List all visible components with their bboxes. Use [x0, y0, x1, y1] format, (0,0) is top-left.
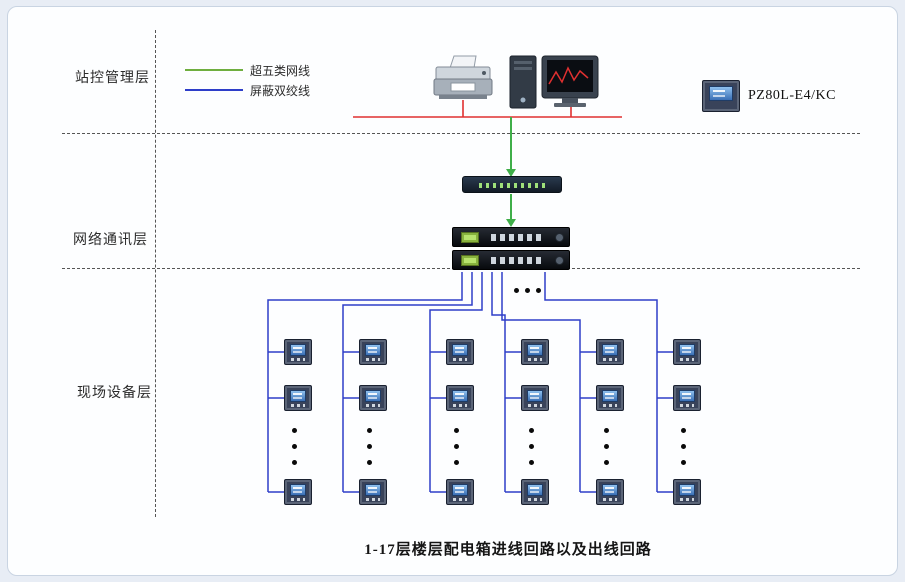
meter-screen [365, 390, 381, 402]
serial-ports [491, 234, 543, 241]
round-connector [555, 233, 564, 242]
power-meter-icon [673, 339, 701, 365]
ellipsis-dot [367, 460, 372, 465]
meter-screen [679, 344, 695, 356]
serial-server-icon [452, 227, 570, 272]
power-meter-icon [446, 385, 474, 411]
meter-screen [679, 390, 695, 402]
meter-screen [602, 390, 618, 402]
power-meter-icon [596, 339, 624, 365]
meter-screen [602, 344, 618, 356]
legend-cat5-line [185, 69, 243, 71]
meter-screen [527, 390, 543, 402]
meter-screen [365, 484, 381, 496]
meter-screen [290, 344, 306, 356]
ellipsis-dot [604, 460, 609, 465]
ellipsis-dot [681, 444, 686, 449]
pz80l-meter-label: PZ80L-E4/KC [748, 88, 836, 103]
printer-icon [430, 54, 496, 104]
ellipsis-dot [604, 428, 609, 433]
legend-cat5-label: 超五类网线 [250, 64, 311, 78]
legend-shielded-label: 屏蔽双绞线 [250, 84, 311, 98]
serial-server-unit [452, 227, 570, 247]
desktop-computer-icon [508, 54, 600, 112]
layer-separator-top [62, 133, 860, 134]
power-meter-icon [359, 385, 387, 411]
power-meter-icon [446, 479, 474, 505]
power-meter-icon [521, 479, 549, 505]
ellipsis-dot [604, 444, 609, 449]
ellipsis-dot [514, 288, 519, 293]
ellipsis-dot [367, 428, 372, 433]
diagram-caption: 1-17层楼层配电箱进线回路以及出线回路 [364, 542, 652, 558]
ellipsis-dot [529, 460, 534, 465]
meter-screen [290, 390, 306, 402]
power-meter-icon [673, 385, 701, 411]
lcd-display [461, 255, 479, 266]
round-connector [555, 256, 564, 265]
power-meter-icon [673, 479, 701, 505]
pz80l-meter-icon [702, 80, 740, 112]
meter-screen [452, 484, 468, 496]
power-meter-icon [284, 385, 312, 411]
meter-screen [527, 484, 543, 496]
layer-label-field: 现场设备层 [77, 386, 152, 401]
meter-screen [365, 344, 381, 356]
lcd-display [461, 232, 479, 243]
layer-label-station: 站控管理层 [75, 71, 150, 86]
ellipsis-dot [529, 444, 534, 449]
ethernet-switch-icon [462, 176, 562, 193]
power-meter-icon [596, 479, 624, 505]
ellipsis-dot [292, 460, 297, 465]
ellipsis-dot [529, 428, 534, 433]
switch-ports [479, 183, 545, 188]
layer-label-network: 网络通讯层 [73, 233, 148, 248]
ellipsis-dot [525, 288, 530, 293]
power-meter-icon [521, 339, 549, 365]
power-meter-icon [359, 339, 387, 365]
legend-shielded-line [185, 89, 243, 91]
ellipsis-dot [292, 428, 297, 433]
meter-screen [290, 484, 306, 496]
ellipsis-dot [367, 444, 372, 449]
meter-screen [452, 390, 468, 402]
meter-screen [709, 86, 733, 101]
serial-server-unit [452, 250, 570, 270]
ellipsis-dot [292, 444, 297, 449]
meter-screen [452, 344, 468, 356]
ellipsis-dot [536, 288, 541, 293]
power-meter-icon [284, 479, 312, 505]
serial-ports [491, 257, 543, 264]
ellipsis-dot [681, 460, 686, 465]
meter-screen [679, 484, 695, 496]
power-meter-icon [446, 339, 474, 365]
ellipsis-dot [454, 444, 459, 449]
power-meter-icon [284, 339, 312, 365]
power-meter-icon [359, 479, 387, 505]
power-meter-icon [521, 385, 549, 411]
ellipsis-dot [681, 428, 686, 433]
ellipsis-dot [454, 460, 459, 465]
ellipsis-dot [454, 428, 459, 433]
label-separator-line [155, 30, 156, 517]
power-meter-icon [596, 385, 624, 411]
meter-screen [527, 344, 543, 356]
meter-screen [602, 484, 618, 496]
